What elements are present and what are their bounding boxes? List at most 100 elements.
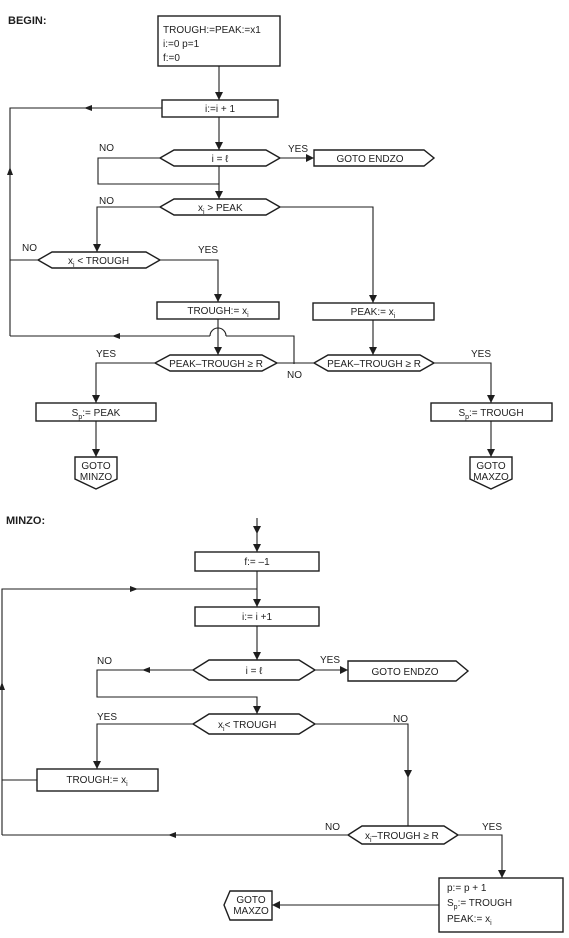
arrowhead [215, 142, 223, 150]
arrowhead [253, 652, 261, 660]
begin-goto-maxzo-line2: MAXZO [473, 472, 509, 483]
minzo-increment-label: i:= i +1 [242, 612, 272, 623]
begin-sp-peak-label: Sp:= PEAK [72, 408, 121, 421]
begin-trough-post: < TROUGH [75, 256, 130, 267]
minzo-trough-yes-label: YES [97, 712, 117, 723]
begin-sp-trough-sub: p [465, 414, 469, 421]
begin-increment-label: i:=i + 1 [205, 104, 235, 115]
minzo-goto-maxzo-line2: MAXZO [233, 906, 269, 917]
minzo-connector [96, 723, 193, 769]
begin-end-no-label: NO [99, 143, 114, 154]
arrowhead [130, 586, 138, 592]
minzo-final-line3: PEAK:= xi [447, 914, 492, 927]
minzo-range-no-label: NO [325, 822, 340, 833]
begin-connector [97, 157, 219, 185]
begin-trough-decision-label: xi < TROUGH [68, 256, 129, 269]
minzo-trough-pre: x [218, 720, 223, 731]
arrowhead [340, 666, 348, 674]
arrowhead [369, 295, 377, 303]
begin-set-peak-pre: PEAK:= x [351, 307, 394, 318]
minzo-set-trough-pre: TROUGH:= x [66, 775, 126, 786]
begin-goto-endzo [313, 149, 436, 167]
begin-end-yes-label: YES [288, 144, 308, 155]
begin-goto-endzo-label: GOTO ENDZO [336, 154, 403, 165]
arrowhead [498, 870, 506, 878]
minzo-connector [458, 834, 503, 878]
begin-set-trough-sub: i [247, 312, 249, 319]
begin-connector [96, 206, 160, 252]
arrowhead [142, 667, 150, 673]
minzo-final-line2-post: := TROUGH [458, 898, 513, 909]
minzo-goto-maxzo [223, 890, 273, 921]
arrowhead [168, 832, 176, 838]
begin-connector [434, 362, 492, 403]
minzo-range-post: –TROUGH ≥ R [372, 831, 439, 842]
arrowhead [272, 901, 280, 909]
arrowhead [215, 191, 223, 199]
arrowhead [487, 395, 495, 403]
minzo-connector [315, 723, 409, 836]
begin-trough-sub: i [73, 262, 75, 269]
begin-connector [280, 206, 374, 303]
begin-range-left-yes-label: YES [96, 349, 116, 360]
begin-sp-peak-sub: p [78, 414, 82, 421]
begin-trough-no-label: NO [22, 243, 37, 254]
begin-init-box [157, 15, 281, 67]
arrowhead [306, 154, 314, 162]
arrowhead [214, 347, 222, 355]
arrowhead [215, 92, 223, 100]
begin-connector [160, 259, 219, 302]
minzo-goto-endzo [347, 660, 470, 682]
begin-goto-minzo [74, 456, 118, 490]
begin-peak-pre: x [198, 203, 203, 214]
begin-set-trough-pre: TROUGH:= x [187, 306, 247, 317]
minzo-trough-no-label: NO [393, 714, 408, 725]
minzo-set-trough-label: TROUGH:= xi [66, 775, 128, 788]
begin-peak-no-label: NO [99, 196, 114, 207]
minzo-end-no-label: NO [97, 656, 112, 667]
arrowhead [84, 105, 92, 111]
begin-init-line1: TROUGH:=PEAK:=x1 [163, 25, 261, 36]
section-begin-label: BEGIN: [8, 15, 47, 27]
arrowhead [92, 395, 100, 403]
minzo-trough-decision-label: xi< TROUGH [218, 720, 276, 733]
arrowhead [487, 449, 495, 457]
begin-goto-maxzo [469, 456, 513, 490]
minzo-set-trough-sub: i [126, 781, 128, 788]
minzo-final-line1: p:= p + 1 [447, 883, 487, 894]
begin-range-no-label: NO [287, 370, 302, 381]
minzo-final-line2: Sp:= TROUGH [447, 898, 512, 911]
minzo-range-sub: i [370, 837, 372, 844]
minzo-end-yes-label: YES [320, 655, 340, 666]
arrowhead [0, 682, 5, 690]
begin-set-peak-sub: i [394, 313, 396, 320]
begin-goto-minzo-line1: GOTO [81, 461, 110, 472]
arrowhead [253, 706, 261, 714]
minzo-final-line2-sub: p [454, 904, 458, 911]
begin-sp-peak-post: := PEAK [82, 408, 120, 419]
minzo-trough-sub: i [223, 726, 225, 733]
begin-range-right-label: PEAK–TROUGH ≥ R [327, 359, 421, 370]
arrowhead [253, 526, 261, 534]
minzo-range-decision-label: xi–TROUGH ≥ R [365, 831, 439, 844]
arrowhead [112, 333, 120, 339]
arrowhead [93, 244, 101, 252]
minzo-range-pre: x [365, 831, 370, 842]
begin-init-line2: i:=0 p=1 [163, 39, 200, 50]
minzo-connector [96, 669, 258, 714]
minzo-range-yes-label: YES [482, 822, 502, 833]
begin-set-peak-label: PEAK:= xi [351, 307, 396, 320]
begin-loop-line [9, 107, 162, 336]
section-minzo-label: MINZO: [6, 515, 45, 527]
arrowhead [404, 770, 412, 778]
begin-goto-maxzo-line1: GOTO [476, 461, 505, 472]
minzo-final-line2-pre: S [447, 898, 454, 909]
begin-peak-decision-label: xi > PEAK [198, 203, 243, 216]
begin-end-decision-label: i = ℓ [212, 154, 230, 165]
begin-sp-trough-pre: S [458, 408, 465, 419]
minzo-final-line3-pre: PEAK:= x [447, 914, 490, 925]
minzo-trough-post: < TROUGH [225, 720, 277, 731]
begin-sp-peak-pre: S [72, 408, 79, 419]
arrowhead [92, 449, 100, 457]
